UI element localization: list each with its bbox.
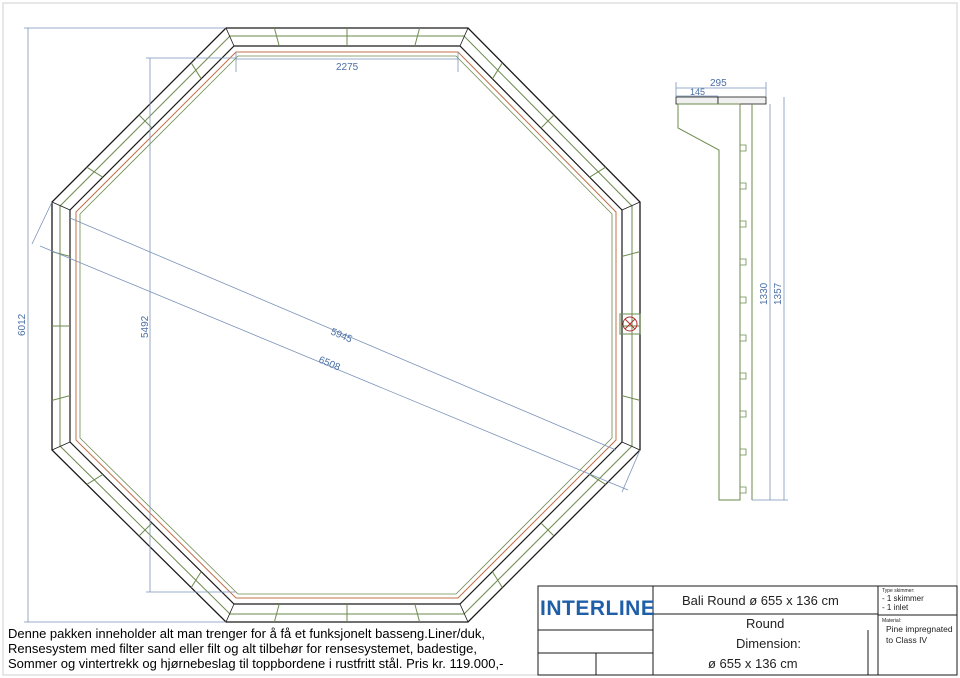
shape-label: Round: [746, 616, 784, 631]
wall-post: [621, 395, 641, 401]
corner-joint: [621, 441, 641, 451]
dim-profile-inner-height: 1330: [759, 282, 770, 305]
dim-inner-diagonal: 5945: [329, 327, 354, 346]
dim-inner-height: 5492: [140, 315, 151, 338]
dim-top-width: 2275: [336, 62, 359, 73]
wall-post: [86, 473, 104, 485]
octagon-inner-board: [75, 51, 617, 599]
wall-post: [273, 27, 280, 47]
wall-post: [621, 251, 641, 257]
description-line-2: Rensesystem med filter sand eller filt o…: [8, 641, 477, 656]
corner-joint: [459, 27, 469, 47]
wall-post: [273, 603, 280, 623]
wall-post: [540, 522, 555, 537]
octagon-inner-board-edge: [79, 55, 613, 595]
corner-joint: [51, 201, 71, 211]
dim-profile-outer-height: 1357: [773, 282, 784, 305]
dimension-lines: [24, 27, 641, 623]
skimmer-line2: - 1 inlet: [882, 603, 909, 612]
corner-joint: [225, 27, 235, 47]
profile-notch: [740, 144, 747, 152]
material-line1: Pine impregnated: [886, 624, 953, 634]
octagon-wall-outer: [59, 35, 633, 615]
dimension-value: ø 655 x 136 cm: [708, 656, 798, 671]
skimmer-line1: - 1 skimmer: [882, 594, 924, 603]
dim-outer-diagonal: 6508: [317, 355, 342, 374]
dim-profile-width: 295: [710, 78, 727, 89]
description-line-1: Denne pakken inneholder alt man trenger …: [8, 626, 485, 641]
profile-top-board-right: [717, 96, 767, 105]
dim-outer-height: 6012: [17, 313, 28, 336]
skimmer-symbol: [619, 313, 641, 335]
wall-post: [491, 571, 503, 588]
profile-notch: [740, 296, 747, 304]
profile-wall: [677, 103, 741, 501]
interline-logo: INTERLINE: [540, 597, 655, 620]
product-title: Bali Round ø 655 x 136 cm: [682, 593, 839, 608]
wall-post: [190, 62, 202, 80]
dimension-label: Dimension:: [736, 636, 801, 651]
title-block: INTERLINE Bali Round ø 655 x 136 cm Roun…: [537, 585, 958, 676]
octagon-wall-inner: [69, 45, 623, 605]
profile-notch: [740, 372, 747, 380]
profile-notch: [740, 410, 747, 418]
wall-post: [414, 27, 421, 47]
profile-notch: [740, 258, 747, 266]
wall-post: [589, 166, 606, 178]
package-description: Denne pakken inneholder alt man trenger …: [8, 626, 538, 671]
profile-notch: [740, 220, 747, 228]
profile-notches: [740, 144, 747, 494]
wall-post: [190, 571, 202, 588]
wall-post: [540, 114, 555, 129]
profile-dimension-lines: [675, 82, 788, 501]
wall-post: [491, 62, 503, 80]
corner-joint: [51, 441, 71, 451]
material-line2: to Class IV: [886, 635, 927, 645]
corner-joint: [621, 201, 641, 211]
wall-post: [86, 166, 104, 178]
wall-profile: [675, 96, 767, 501]
corner-joint: [459, 603, 469, 623]
wall-post: [51, 395, 71, 401]
octagon-pool-plan: [51, 27, 641, 623]
profile-notch: [740, 182, 747, 190]
profile-notch: [740, 334, 747, 342]
corner-joint: [225, 603, 235, 623]
material-heading: Material:: [882, 618, 901, 624]
profile-top-board-left: [675, 96, 719, 105]
description-line-3: Sommer og vintertrekk og hjørnebeslag ti…: [8, 656, 504, 671]
profile-notch: [740, 486, 747, 494]
wall-post: [589, 473, 606, 485]
dim-profile-half: 145: [690, 87, 705, 97]
wall-post: [414, 603, 421, 623]
profile-notch: [740, 448, 747, 456]
skimmer-heading: Type skimmer:: [882, 588, 915, 594]
wall-posts: [51, 27, 641, 623]
